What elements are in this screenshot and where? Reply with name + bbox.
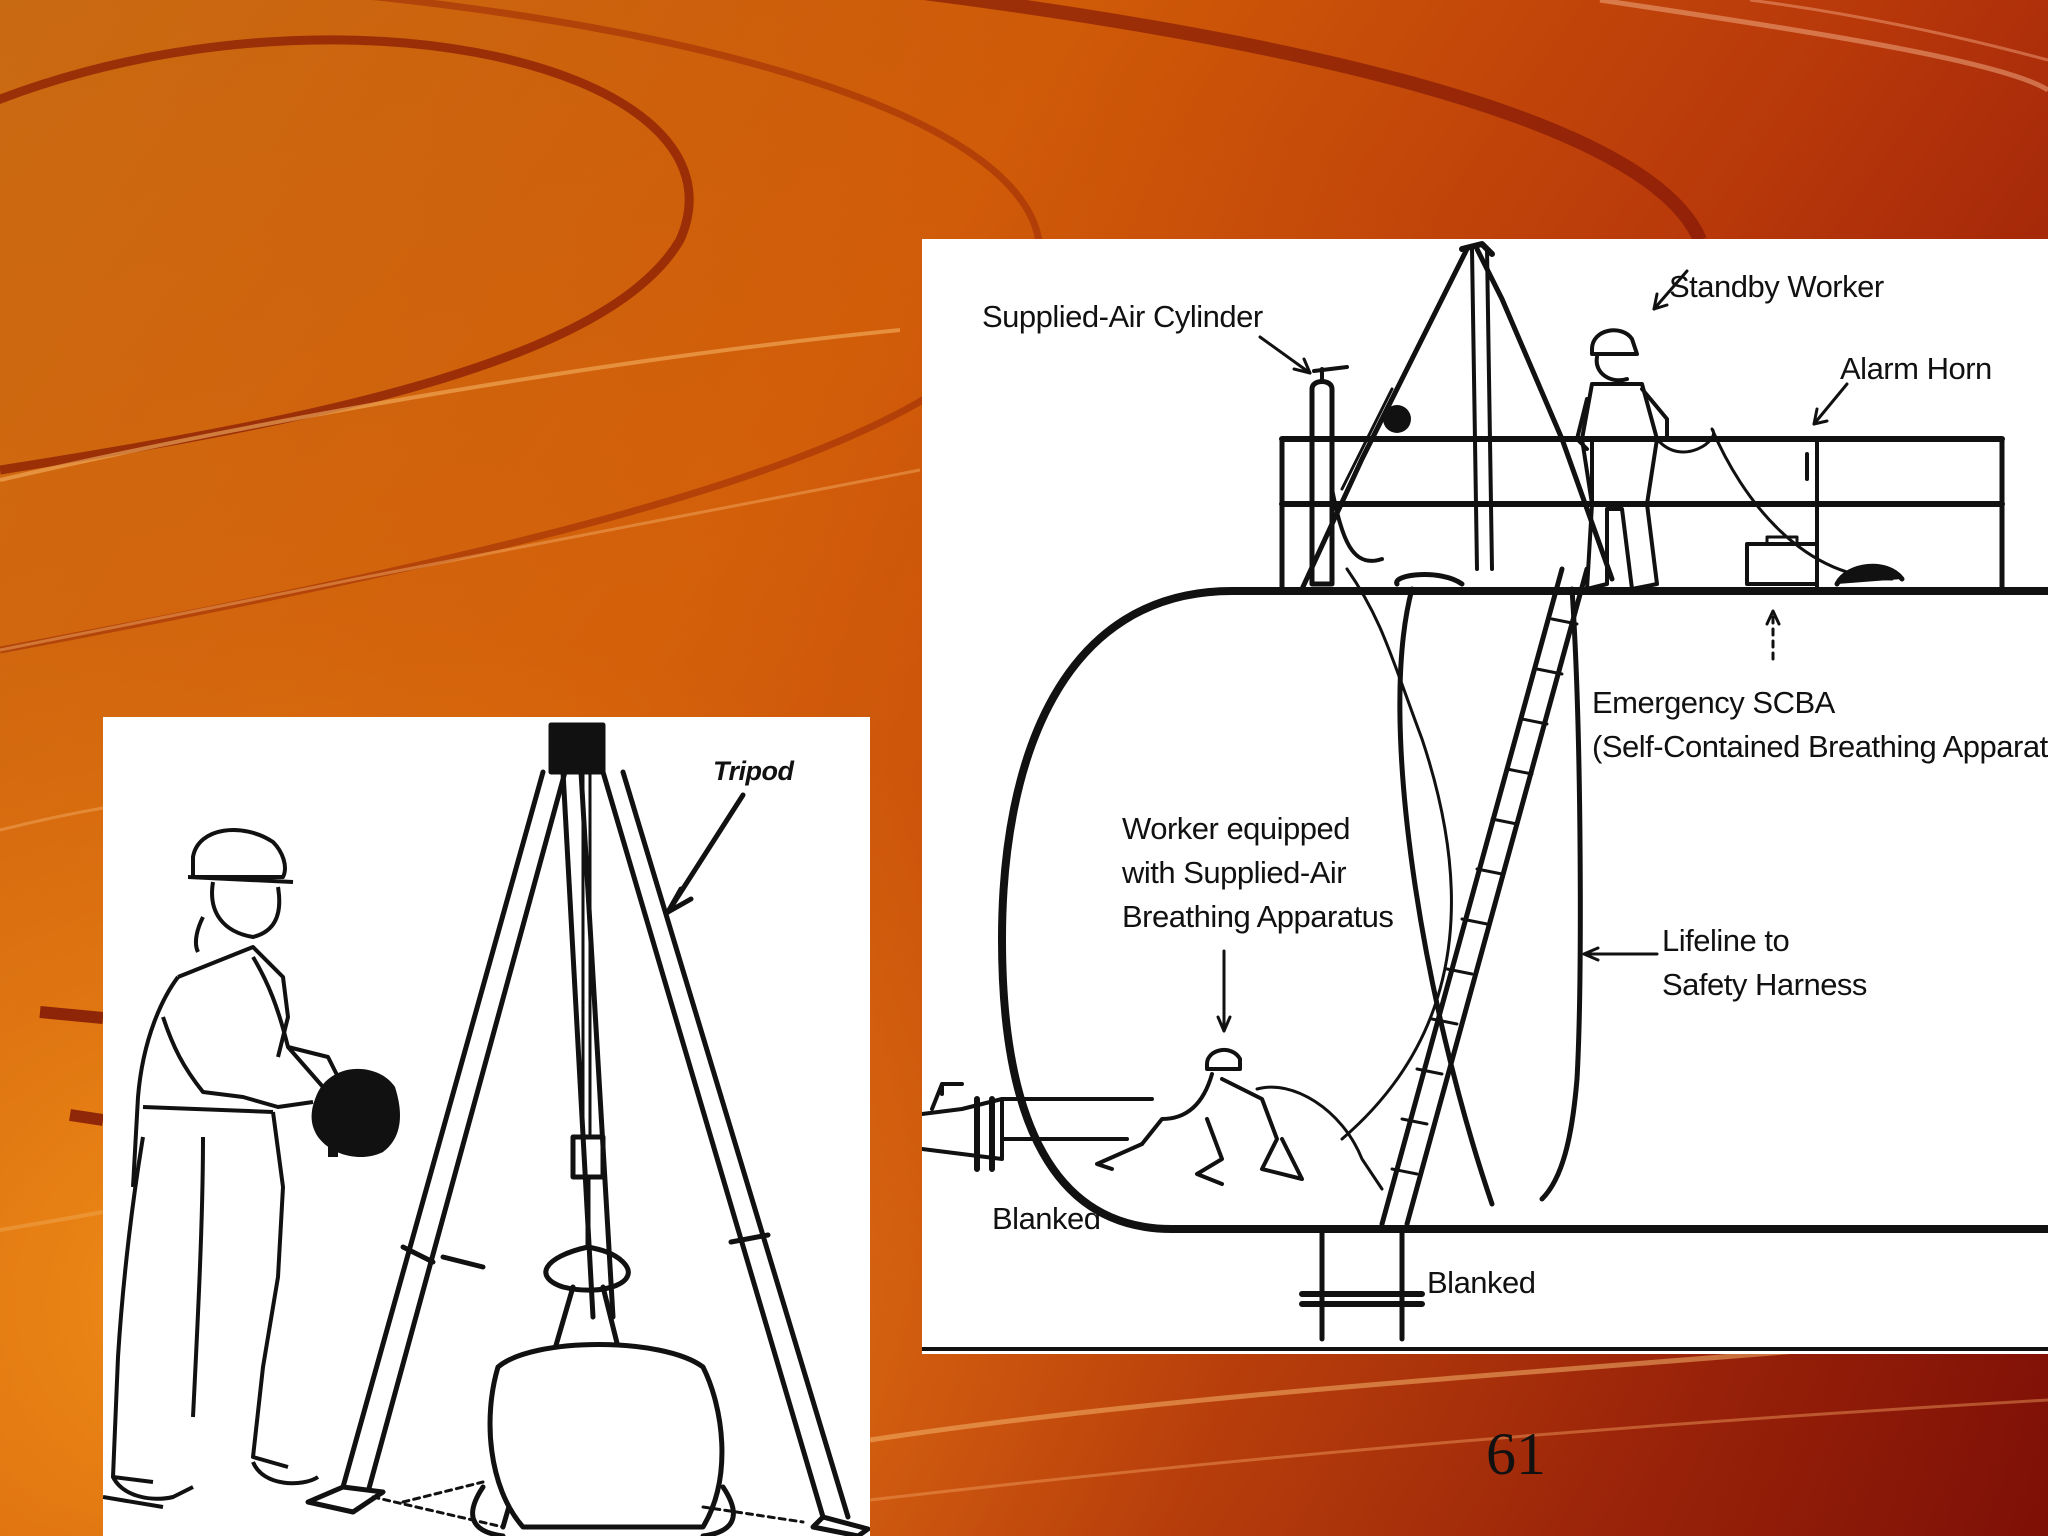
alarm-horn-label: Alarm Horn: [1840, 351, 1992, 386]
blanked-left-label: Blanked: [992, 1201, 1101, 1236]
emergency-scba-label: Emergency SCBA: [1592, 685, 1835, 720]
confined-space-tank-illustration: Supplied-Air Cylinder Standby Worker Ala…: [922, 239, 2048, 1354]
lifeline-label-line1: Lifeline to: [1662, 923, 1790, 958]
page-number: 61: [1486, 1421, 1546, 1487]
worker-label-line3: Breathing Apparatus: [1122, 899, 1394, 934]
lifeline-label-line2: Safety Harness: [1662, 967, 1867, 1002]
tripod-label: Tripod: [713, 756, 794, 786]
blanked-bottom-label: Blanked: [1427, 1265, 1536, 1300]
emergency-scba-description: (Self-Contained Breathing Apparatus): [1592, 729, 2048, 764]
tripod-drawing: [103, 722, 870, 1536]
worker-label-line1: Worker equipped: [1122, 811, 1351, 846]
standby-worker-label: Standby Worker: [1669, 269, 1884, 304]
tripod-illustration: Tripod: [103, 717, 870, 1536]
tank-drawing: [922, 241, 2048, 1351]
worker-label-line2: with Supplied-Air: [1122, 855, 1347, 890]
supplied-air-cylinder-label: Supplied-Air Cylinder: [982, 299, 1263, 334]
